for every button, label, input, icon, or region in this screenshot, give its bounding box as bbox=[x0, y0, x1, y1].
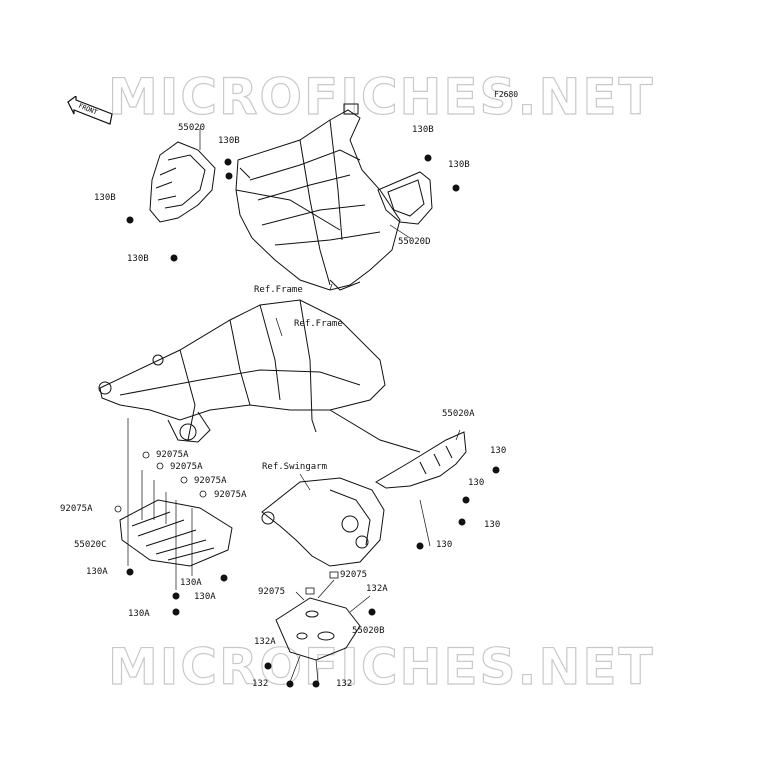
leader-lines bbox=[127, 128, 461, 683]
front-arrow-icon: FRONT bbox=[67, 96, 113, 125]
label-130A-2: 130A bbox=[180, 578, 202, 588]
label-ref-frame-2: Ref.Frame bbox=[294, 319, 343, 329]
label-ref-frame-1: Ref.Frame bbox=[254, 285, 303, 295]
label-130A-4: 130A bbox=[128, 609, 150, 619]
label-92075A-3: 92075A bbox=[194, 476, 227, 486]
watermark-top: MICROFICHES.NET bbox=[107, 67, 655, 126]
label-55020C: 55020C bbox=[74, 540, 107, 550]
label-130-1: 130 bbox=[490, 446, 507, 456]
label-132A-1: 132A bbox=[366, 584, 388, 594]
label-132-2: 132 bbox=[336, 679, 353, 689]
label-130B-2: 130B bbox=[94, 193, 116, 203]
figure-code: F2680 bbox=[494, 90, 519, 99]
label-130-2: 130 bbox=[468, 478, 485, 488]
label-92075-1: 92075 bbox=[340, 570, 368, 580]
label-130B-1: 130B bbox=[218, 136, 240, 146]
swingarm-drawing bbox=[261, 477, 385, 567]
label-92075-2: 92075 bbox=[258, 587, 286, 597]
label-92075A-1: 92075A bbox=[156, 450, 189, 460]
skid-plate-55020B-drawing bbox=[275, 597, 361, 661]
label-92075A-5: 92075A bbox=[60, 504, 93, 514]
label-92075A-2: 92075A bbox=[170, 462, 203, 472]
lower-frame-drawing bbox=[98, 299, 421, 453]
label-132A-2: 132A bbox=[254, 637, 276, 647]
label-55020A: 55020A bbox=[442, 409, 475, 419]
label-130-3: 130 bbox=[484, 520, 501, 530]
label-55020: 55020 bbox=[178, 123, 206, 133]
label-ref-swingarm: Ref.Swingarm bbox=[262, 462, 328, 472]
guard-55020A-drawing bbox=[375, 431, 467, 489]
label-130-4: 130 bbox=[436, 540, 453, 550]
label-130A-3: 130A bbox=[194, 592, 216, 602]
label-55020B: 55020B bbox=[352, 626, 385, 636]
label-132-1: 132 bbox=[252, 679, 269, 689]
guard-55020-drawing bbox=[149, 141, 216, 223]
watermark-bottom: MICROFICHES.NET bbox=[107, 637, 655, 696]
label-130B-5: 130B bbox=[448, 160, 470, 170]
guard-55020D-drawing bbox=[377, 171, 433, 225]
label-130B-3: 130B bbox=[127, 254, 149, 264]
label-92075A-4: 92075A bbox=[214, 490, 247, 500]
upper-frame-drawing bbox=[235, 103, 401, 291]
label-55020D: 55020D bbox=[398, 237, 431, 247]
skid-plate-55020C-drawing bbox=[119, 499, 233, 567]
label-130B-4: 130B bbox=[412, 125, 434, 135]
label-130A-1: 130A bbox=[86, 567, 108, 577]
